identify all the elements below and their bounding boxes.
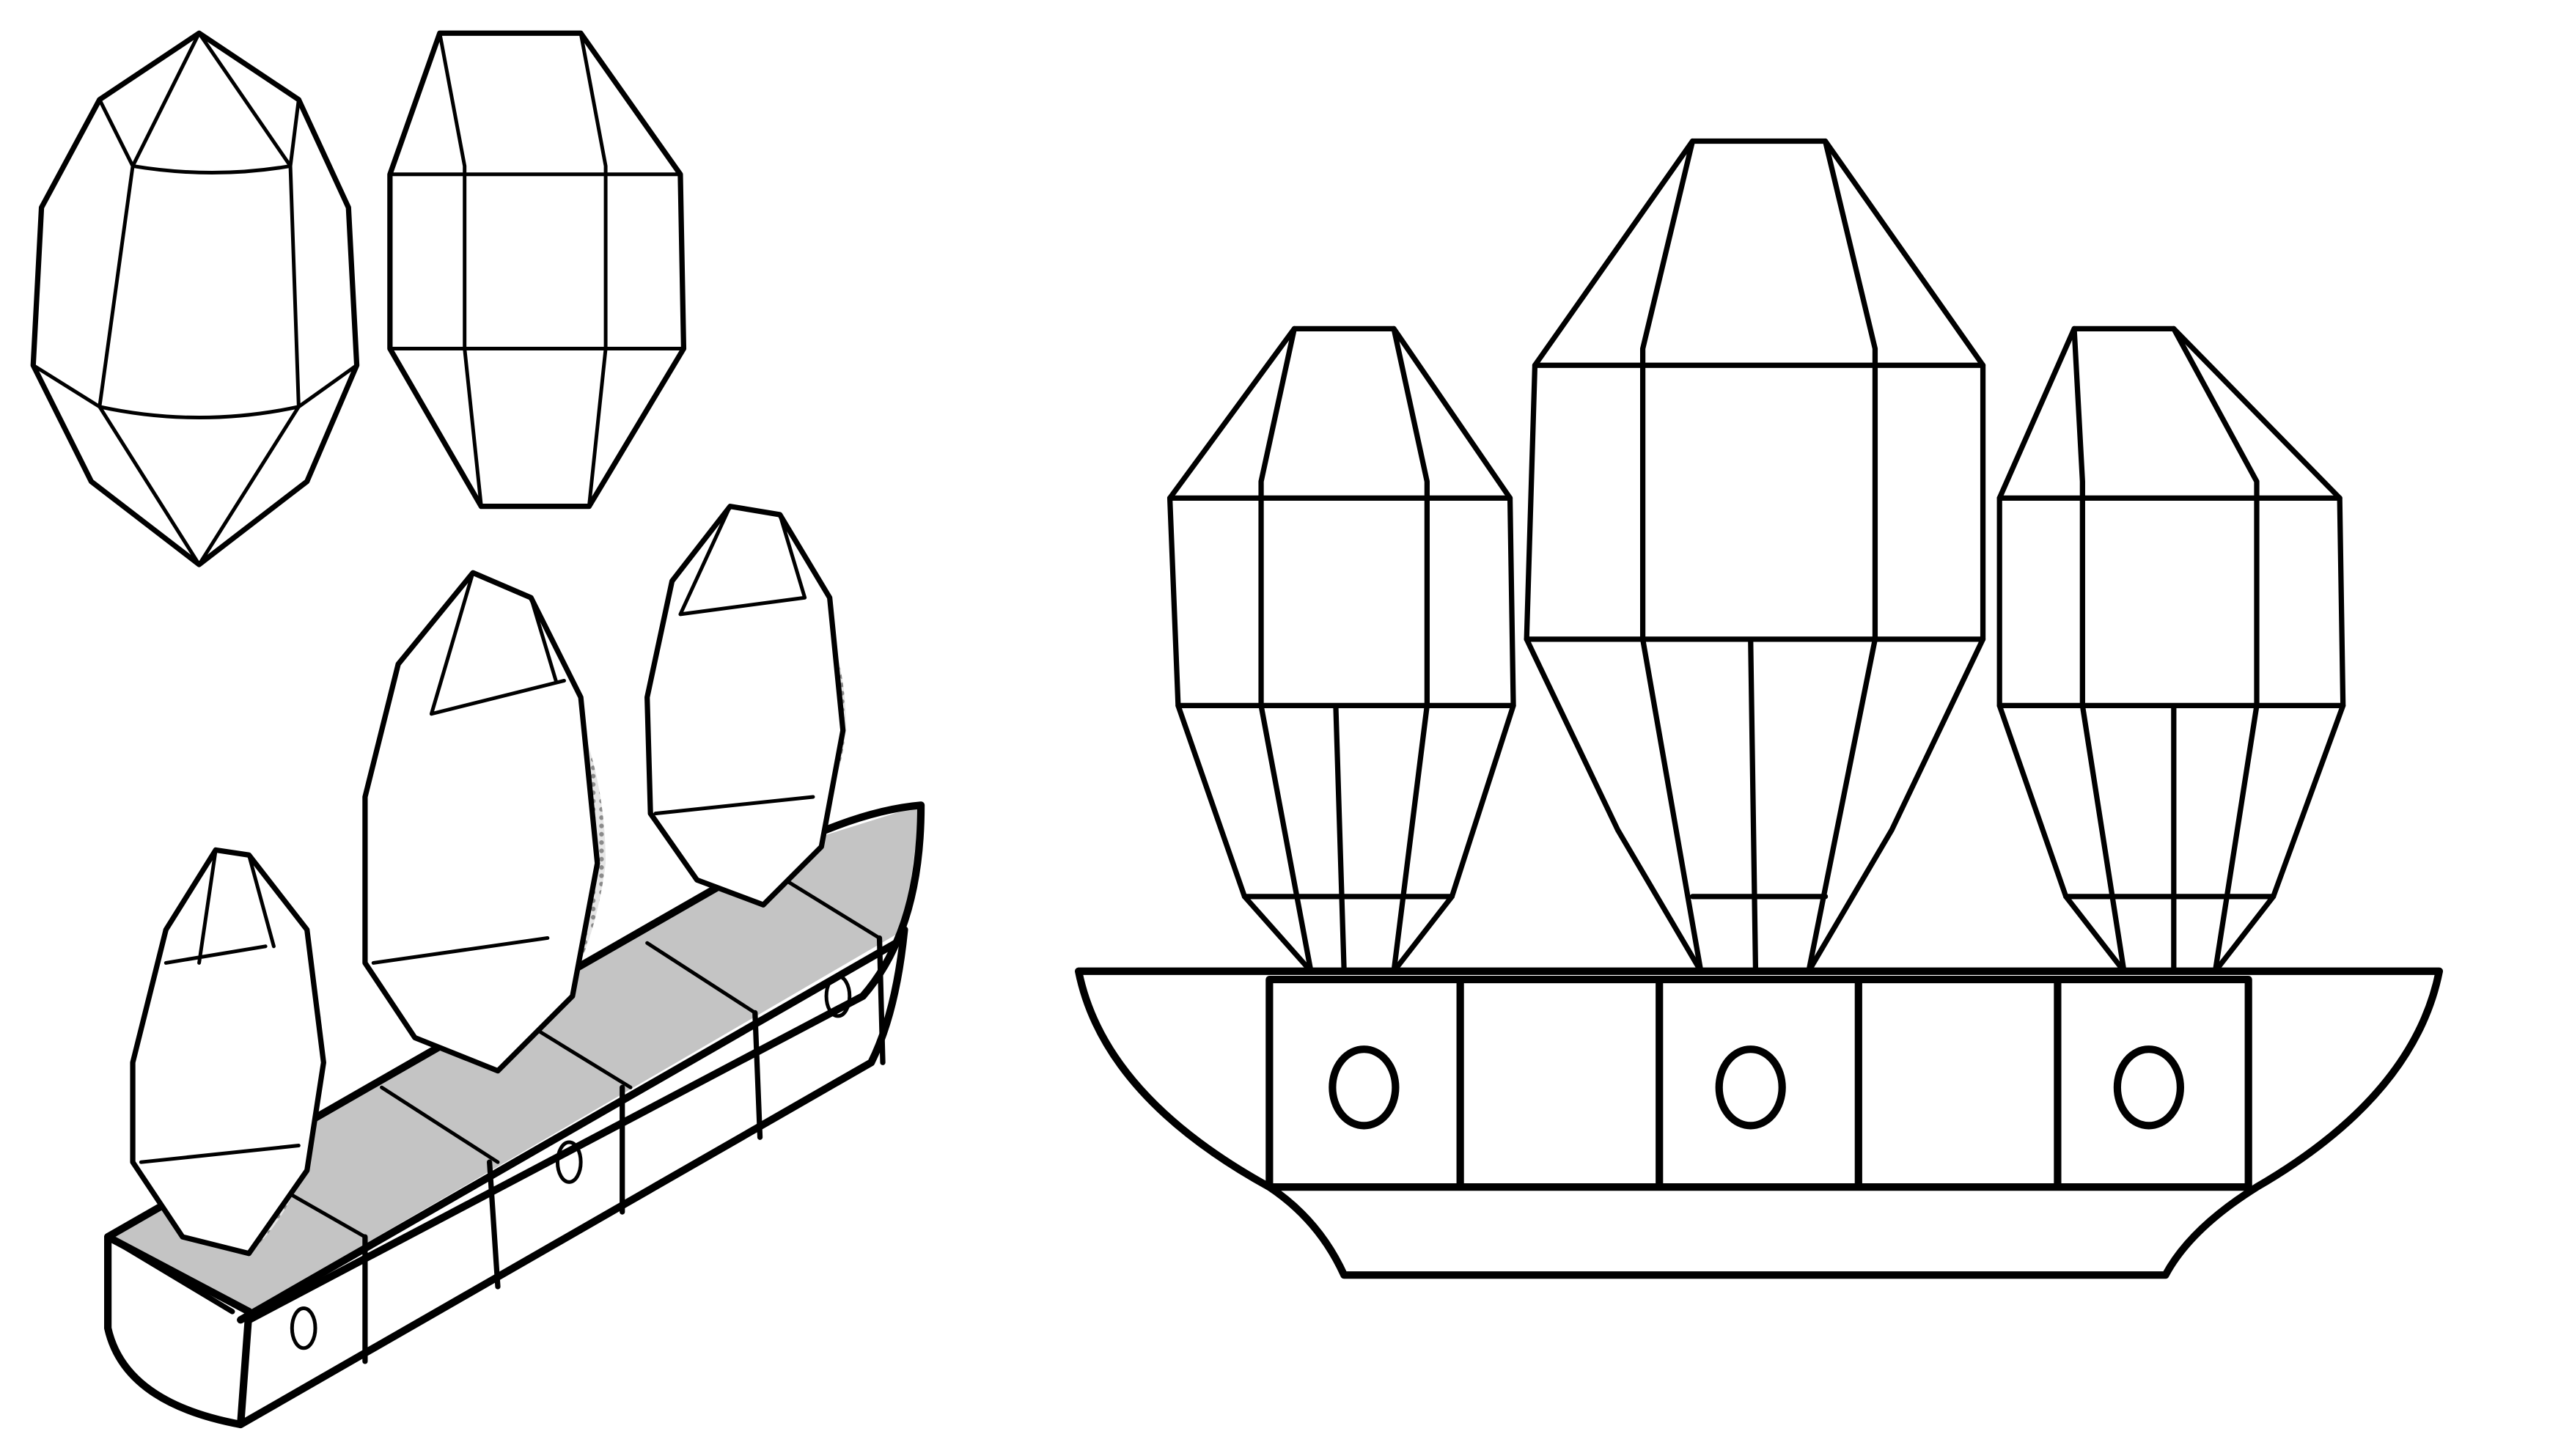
porthole [1715,1045,1786,1130]
rounded-balloon-sketch [30,30,360,567]
front-view-airship [1075,138,2444,1279]
left-balloon [1166,326,1516,974]
center-balloon [1524,138,1986,974]
iso-balloon-back [644,504,847,908]
porthole [290,1306,317,1350]
right-balloon [1996,326,2346,974]
iso-balloon-small [130,847,326,1257]
porthole [1329,1045,1400,1130]
isometric-airship-sketch [104,504,925,1429]
ship-deck [108,805,922,1328]
iso-balloon-large [362,570,606,1074]
porthole [2113,1045,2184,1130]
porthole [824,974,852,1018]
porthole [555,1140,583,1184]
gondola-hull [1075,967,2444,1279]
faceted-balloon-sketch [387,30,687,510]
